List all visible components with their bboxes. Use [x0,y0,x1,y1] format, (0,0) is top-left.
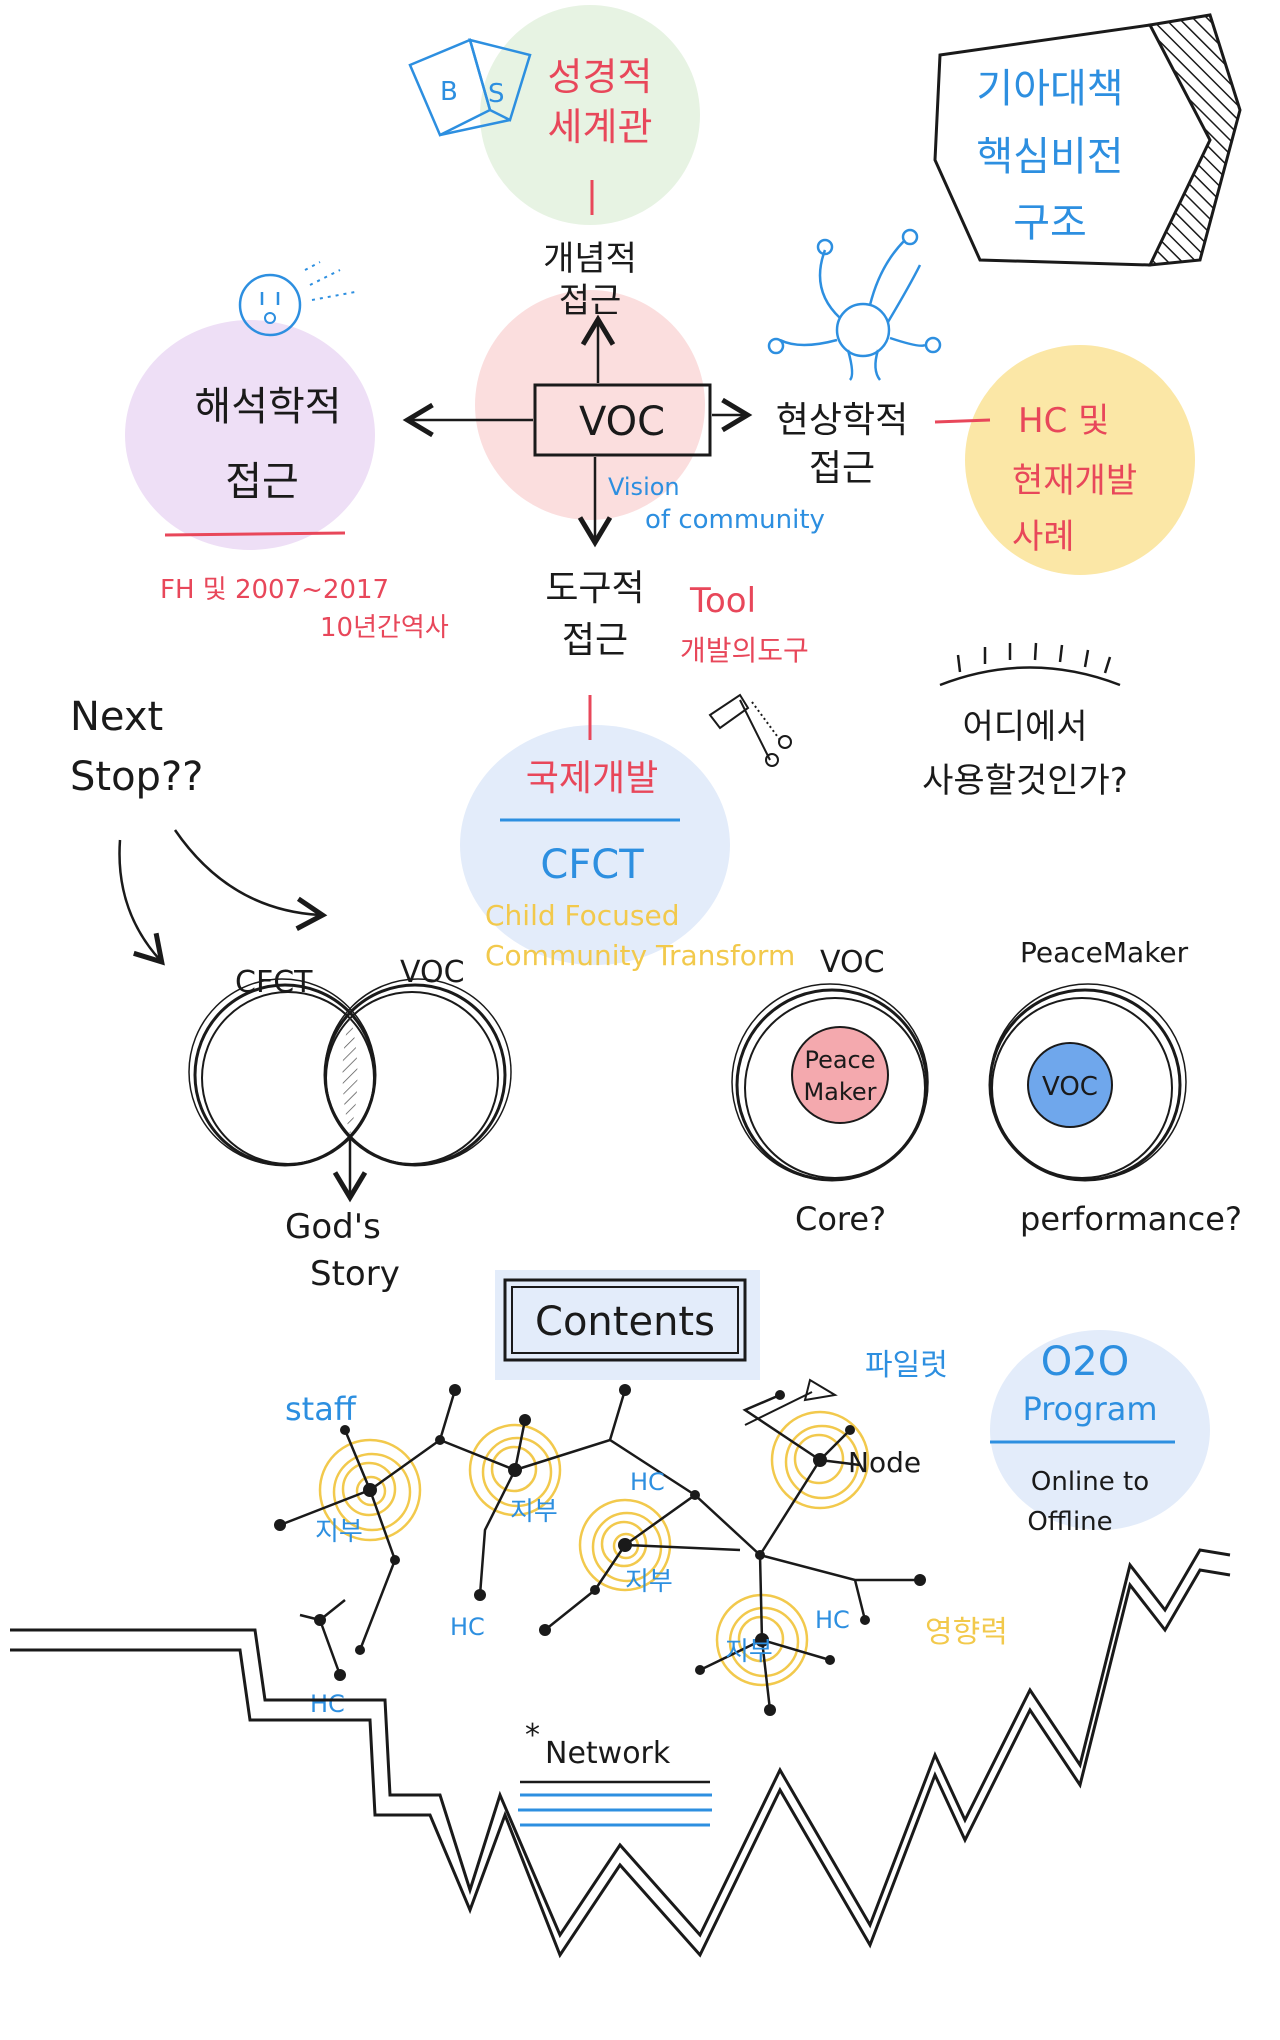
perf-inner: VOC [1042,1072,1098,1102]
jagged-border-outer [10,1548,1231,1939]
intl-full1: Child Focused [485,899,680,932]
phenomenological-blob [965,345,1195,575]
o2o-title2: Program [1022,1390,1157,1428]
voc-label: VOC [579,399,665,445]
venn-diagram [188,978,512,1167]
intl-title: 국제개발 [526,758,658,799]
tool-note1: Tool [689,581,756,621]
network-bulb-icon [767,228,942,381]
biblical-line2: 세계관 [548,105,653,149]
jagged-border-inner [10,1568,1231,1959]
face-icon [238,261,356,337]
venn-result2: Story [310,1254,400,1294]
hermeneutic-blob [125,320,375,550]
platform-arrow-icon [803,1378,838,1402]
venn-result1: God's [285,1207,381,1247]
contents-box-inner [511,1286,739,1354]
tool-note2: 개발의도구 [680,634,809,667]
conceptual-line1: 개념적 [543,239,637,279]
eyelashes [956,642,1112,674]
branch-label-4: 지부 [725,1637,773,1667]
perf-circle [988,983,1187,1182]
core-circle [731,983,929,1182]
influence-label: 영향력 [925,1615,1008,1650]
intl-blob [460,725,730,965]
biblical-line1: 성경적 [548,55,653,99]
venn-right-label: VOC [400,955,465,990]
branch-label-3: 지부 [625,1567,673,1597]
phenom-note3: 사례 [1012,517,1075,557]
tools-icon [708,693,792,767]
phenom-note2: 현재개발 [1012,461,1137,501]
conceptual-line2: 접근 [559,281,622,321]
title-line3: 구조 [1013,200,1087,246]
where-line2: 사용할것인가? [922,761,1128,801]
hc-label-3: HC [815,1606,850,1634]
hermeneutic-line2: 접근 [225,459,299,505]
eye-icon [939,666,1121,687]
title-line2: 핵심비전 [976,134,1123,180]
hc-label-1: HC [630,1468,665,1496]
platform-label: 파일럿 [865,1348,948,1383]
phenom-connector [934,418,991,424]
node-label: Node [848,1446,921,1479]
next-stop-arrow-down [118,839,165,966]
network-star: * [525,1718,540,1753]
o2o-title1: O2O [1041,1339,1129,1385]
title-box: 기아대책 핵심비전 구조 [933,13,1242,267]
platform-arrow-shaft [744,1391,813,1426]
core-inner1: Peace [804,1046,875,1074]
contents-label: Contents [535,1299,715,1345]
vision-line1: Vision [608,473,680,501]
perf-outer-label: PeaceMaker [1020,936,1189,969]
intl-full2: Community Transform [485,939,795,972]
branch-label-1: 지부 [315,1517,363,1547]
staff-label: staff [285,1390,357,1428]
contents-shadow [495,1270,760,1380]
hc-label-2: HC [450,1613,485,1641]
voc-blob [475,290,705,520]
next-stop-line1: Next [70,694,163,740]
core-outer-label: VOC [820,945,885,980]
hermeneutic-note2: 10년간역사 [320,613,449,643]
voc-box [533,383,712,457]
book-left-letter: B [440,77,458,107]
o2o-sub2: Offline [1027,1507,1112,1537]
hc-label-4: HC [310,1690,345,1718]
branch-label-2: 지부 [510,1497,558,1527]
book-icon: B S [408,38,532,137]
title-line1: 기아대책 [976,66,1123,112]
vision-line2: of community [645,505,825,535]
hermeneutic-underline [164,531,346,537]
intl-acronym: CFCT [540,842,644,888]
next-stop-line2: Stop?? [70,754,203,800]
phenom-line1: 현상학적 [776,400,908,441]
hermeneutic-line1: 해석학적 [194,384,341,430]
o2o-sub1: Online to [1031,1467,1149,1497]
tool-line2: 접근 [562,620,628,661]
network-nodes [274,1384,926,1716]
o2o-blob [990,1330,1210,1530]
where-line1: 어디에서 [962,707,1087,747]
book-right-letter: S [488,79,505,109]
core-question: Core? [795,1200,886,1238]
network-graph [279,1389,920,1711]
tool-line1: 도구적 [545,568,644,609]
phenom-line2: 접근 [809,448,875,489]
phenom-note1: HC 및 [1018,401,1109,441]
network-label: Network [545,1736,671,1771]
biblical-blob [480,5,700,225]
core-inner2: Maker [803,1078,876,1106]
hermeneutic-note1: FH 및 2007~2017 [160,575,389,605]
next-stop-arrow-right [173,829,328,931]
venn-left-label: CFCT [235,965,313,1000]
contents-box-outer [503,1278,747,1362]
perf-question: performance? [1020,1200,1242,1238]
